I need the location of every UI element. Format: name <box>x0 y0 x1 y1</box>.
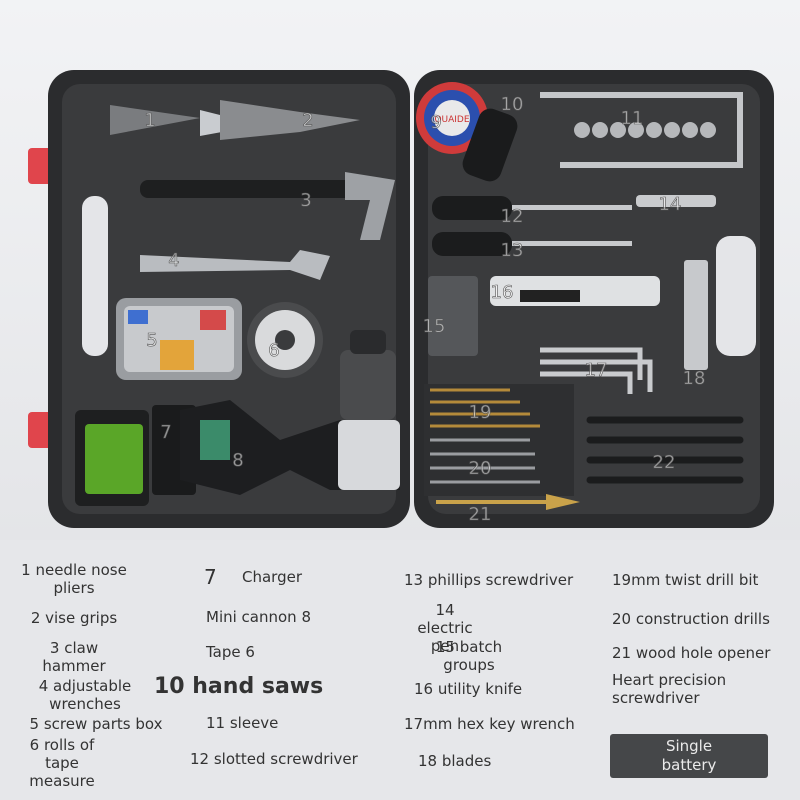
callout-16: 16 <box>491 282 514 303</box>
callout-14: 14 <box>659 194 682 215</box>
callout-numbers: 1 2 3 4 5 6 7 8 9 10 11 12 13 14 15 16 1… <box>144 94 706 526</box>
callout-1: 1 <box>144 110 155 131</box>
hammer-3 <box>140 172 395 240</box>
callout-10: 10 <box>501 94 524 115</box>
legend-item-7: Charger <box>242 568 302 586</box>
legend-item-18: 18 blades <box>418 752 492 770</box>
legend-item-8: Mini cannon 8 <box>206 608 311 626</box>
tape-brand-text: OUAIDE <box>434 115 469 125</box>
single-battery-badge: Single battery <box>610 734 768 778</box>
callout-6: 6 <box>268 340 279 361</box>
legend-item-19: 19mm twist drill bit <box>612 571 759 589</box>
legend-item-6: 6 rolls of tape measure <box>29 736 95 790</box>
sockets-11 <box>574 122 716 138</box>
legend-item-4: 4 adjustable wrenches <box>38 677 132 713</box>
callout-12: 12 <box>501 206 524 227</box>
callout-21: 21 <box>469 504 492 525</box>
legend-item-11: 11 sleeve <box>206 714 279 732</box>
bit-set-15 <box>428 276 478 356</box>
legend-item-12: 12 slotted screwdriver <box>190 750 358 768</box>
callout-5: 5 <box>146 330 157 351</box>
right-case: OUAIDE <box>414 70 774 528</box>
legend-item-10: 10 hand saws <box>154 674 324 699</box>
drill-bits-19-20 <box>424 384 574 496</box>
legend-item-13: 13 phillips screwdriver <box>404 571 574 589</box>
hand-saw-10 <box>462 92 743 182</box>
left-case <box>48 70 410 528</box>
electric-pen-14 <box>636 195 716 207</box>
legend-item-5: 5 screw parts box <box>29 715 163 733</box>
utility-knife-16 <box>490 276 660 306</box>
latch-bottom <box>28 412 54 448</box>
legend-item-21: 21 wood hole opener <box>612 644 771 662</box>
screwdrivers-12-13 <box>432 196 632 256</box>
latch-top <box>28 148 54 184</box>
callout-17: 17 <box>585 360 608 381</box>
callout-8: 8 <box>232 450 243 471</box>
precision-screwdrivers-22 <box>586 416 744 484</box>
wrench-4 <box>140 250 330 280</box>
callout-13: 13 <box>501 240 524 261</box>
hex-keys-17 <box>540 347 653 394</box>
wood-hole-opener-21 <box>436 494 580 510</box>
legend-item-22: Heart precision screwdriver <box>612 671 727 707</box>
callout-18: 18 <box>683 368 706 389</box>
blades-18 <box>684 260 708 370</box>
callout-20: 20 <box>469 458 492 479</box>
vise-grips-2 <box>220 100 360 140</box>
callout-22: 22 <box>653 452 676 473</box>
legend-item-1: 1 needle nose pliers <box>21 561 127 597</box>
callout-7: 7 <box>160 422 171 443</box>
product-photo: OUAIDE <box>0 0 800 540</box>
legend-item-17: 17mm hex key wrench <box>404 715 575 733</box>
legend-item-3: 3 claw hammer <box>42 639 106 675</box>
callout-19: 19 <box>469 402 492 423</box>
drill-8 <box>180 330 400 495</box>
callout-11: 11 <box>621 108 644 129</box>
legend-item-20: 20 construction drills <box>612 610 770 628</box>
legend-item-9: Tape 6 <box>206 643 255 661</box>
tape-roll-9: OUAIDE <box>416 82 488 154</box>
legend-item-15: 15 batch groups <box>435 638 503 674</box>
toolbox-illustration: OUAIDE <box>28 70 774 528</box>
screw-box-5 <box>116 298 242 380</box>
tape-measure-6 <box>247 302 323 378</box>
callout-2: 2 <box>302 110 313 131</box>
battery-pack <box>75 410 149 506</box>
legend-item-14: 14 electric pen <box>417 601 473 655</box>
callout-4: 4 <box>168 250 179 271</box>
legend-item-2: 2 vise grips <box>30 609 118 627</box>
callout-15: 15 <box>423 316 446 337</box>
legend-item-16: 16 utility knife <box>414 680 523 698</box>
callout-9: 9 <box>430 112 441 133</box>
legend-number-7: 7 <box>204 565 217 589</box>
callout-3: 3 <box>300 190 311 211</box>
